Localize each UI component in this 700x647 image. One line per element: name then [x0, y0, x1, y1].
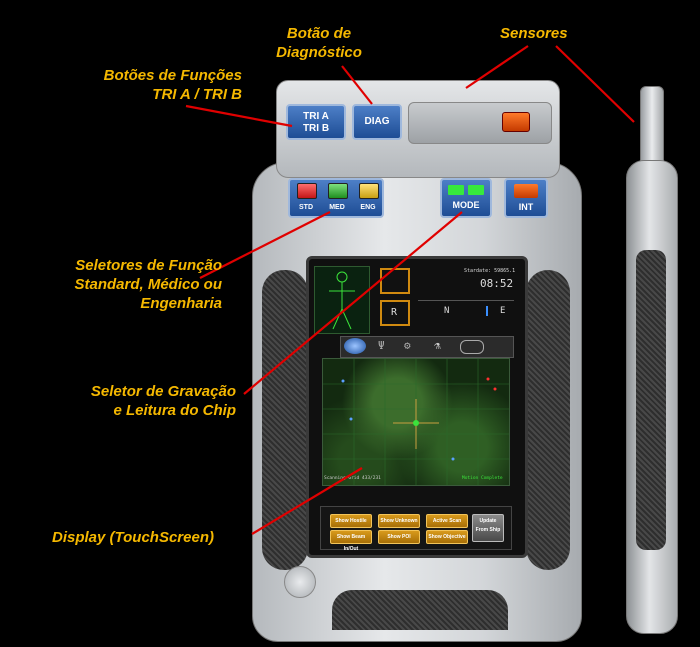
compass-e-label: E	[500, 306, 506, 316]
tri-button[interactable]: TRI A TRI B	[286, 104, 346, 140]
left-grip	[262, 270, 308, 570]
show-hostile-button[interactable]: Show Hostile	[330, 514, 372, 528]
line-tri-buttons	[185, 104, 293, 128]
mode-label: MODE	[452, 200, 480, 210]
map-grid	[323, 359, 509, 485]
line-function-selectors	[199, 211, 331, 279]
show-poi-button[interactable]: Show POI	[378, 530, 420, 544]
med-indicator[interactable]	[328, 183, 348, 199]
sensors-callout-label: Sensores	[500, 25, 568, 42]
tri-b-label: TRI B	[302, 123, 330, 134]
stardate-text: Stardate: 59865.1	[464, 268, 516, 274]
mode-light-left	[448, 185, 464, 195]
bottom-grip	[332, 590, 508, 630]
compass-n-label: N	[444, 306, 450, 316]
ship-tab-icon[interactable]	[460, 340, 484, 354]
body-scan-panel[interactable]	[314, 266, 370, 334]
antenna-tab-icon[interactable]: Ψ	[378, 339, 385, 352]
grid-status-text: Scanning Grid 433/231	[324, 476, 381, 481]
tri-callout-label: Botões de Funções TRI A / TRI B	[103, 67, 242, 103]
mode-light-right	[468, 185, 484, 195]
tri-a-label: TRI A	[303, 111, 329, 122]
side-view-top	[640, 86, 664, 168]
diag-button[interactable]: DIAG	[352, 104, 402, 140]
update-from-ship-button[interactable]: Update From Ship	[472, 514, 504, 542]
chip-callout-label: Seletor de Gravação e Leitura do Chip	[90, 383, 236, 419]
tab-bar	[340, 336, 514, 358]
display-callout-label: Display (TouchScreen)	[52, 529, 214, 546]
compass-marker	[486, 306, 488, 316]
sensor-indicator	[502, 112, 530, 132]
diag-callout-label: Botão de Diagnóstico	[276, 25, 362, 61]
time-text: 08:52	[480, 277, 514, 290]
compass-bar	[418, 300, 514, 325]
gears-tab-icon[interactable]: ⚙	[404, 339, 411, 352]
compass-r-label: R	[391, 307, 398, 318]
target-icon-bottom[interactable]: R	[380, 300, 410, 326]
flask-tab-icon[interactable]: ⚗	[434, 339, 441, 352]
eng-indicator[interactable]	[359, 183, 379, 199]
right-grip	[526, 270, 570, 570]
std-indicator[interactable]	[297, 183, 317, 199]
int-label: INT	[518, 202, 534, 212]
show-unknown-button[interactable]: Show Unknown	[378, 514, 420, 528]
line-diag-button	[341, 65, 373, 105]
show-beam-button[interactable]: Show Beam In/Out	[330, 530, 372, 552]
mode-button[interactable]: MODE	[440, 178, 492, 218]
side-view-grip	[636, 250, 666, 550]
std-label: STD	[299, 204, 313, 211]
globe-tab-icon[interactable]	[344, 338, 366, 354]
line-display	[251, 467, 363, 535]
diag-label: DIAG	[364, 116, 390, 127]
eng-label: ENG	[360, 204, 376, 211]
function-callout-label: Seletores de Função Standard, Médico ou …	[74, 257, 222, 312]
med-label: MED	[329, 204, 345, 211]
line-sensors-side	[555, 45, 635, 123]
int-button[interactable]: INT	[504, 178, 548, 218]
active-scan-button[interactable]: Active Scan	[426, 514, 468, 528]
int-indicator	[514, 184, 538, 198]
status-text: Motion Complete	[462, 476, 503, 481]
speaker-circle	[284, 566, 316, 598]
scan-map[interactable]	[322, 358, 510, 486]
line-sensors-front	[465, 45, 529, 89]
show-objective-button[interactable]: Show Objective	[426, 530, 468, 544]
line-chip-selector	[243, 211, 463, 395]
